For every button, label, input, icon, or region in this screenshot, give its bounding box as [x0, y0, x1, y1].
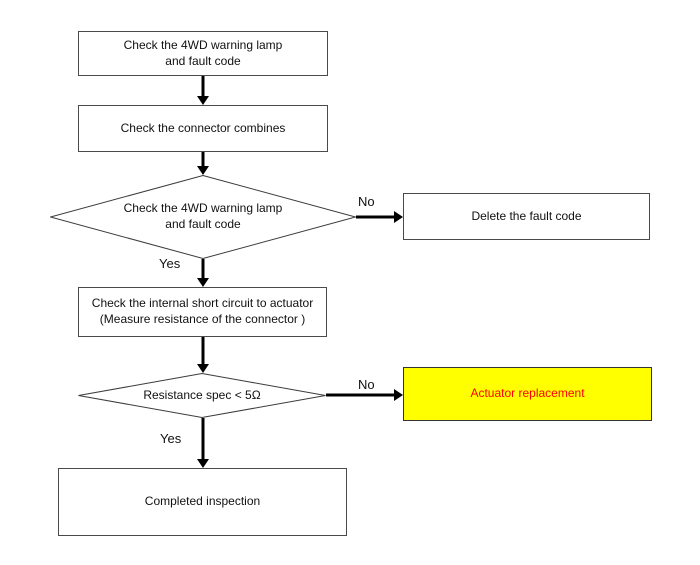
arrow-shaft [326, 393, 395, 397]
diamond-shape [50, 175, 356, 259]
flow-box-delete-fault-code-label: Delete the fault code [471, 208, 582, 223]
arrow-resistance-decision-yes [197, 418, 209, 468]
flow-decision-lamp: Check the 4WD warning lamp and fault cod… [50, 175, 356, 259]
arrow-lamp-decision-yes [197, 259, 209, 287]
actuator-replacement-box-label: Actuator replacement [470, 386, 585, 401]
arrow-shaft [201, 76, 205, 97]
branch-label-yes-resistance: Yes [160, 431, 182, 446]
diamond-shape [78, 373, 326, 418]
flow-box-check-lamp-start-label: Check the 4WD warning lamp and fault cod… [123, 37, 283, 68]
flow-box-completed-inspection-label: Completed inspection [144, 494, 261, 509]
arrow-head [197, 459, 209, 468]
arrow-head [197, 364, 209, 373]
flow-decision-resistance: Resistance spec < 5Ω [78, 373, 326, 418]
arrow-resistance-decision-no [326, 389, 403, 401]
arrow-shaft [201, 418, 205, 460]
arrow-connector-to-lamp-decision [197, 152, 209, 175]
branch-label-no-lamp: No [358, 194, 375, 209]
arrow-head [197, 278, 209, 287]
branch-label-no-resistance: No [358, 377, 375, 392]
arrow-shaft [201, 337, 205, 365]
arrow-lamp-decision-no [356, 211, 403, 223]
branch-label-yes-lamp: Yes [159, 256, 181, 271]
arrow-head [197, 96, 209, 105]
flow-box-short-circuit-check-label: Check the internal short circuit to actu… [91, 296, 314, 326]
flow-box-connector-combines: Check the connector combines [78, 105, 328, 152]
flow-decision-resistance-label: Resistance spec < 5Ω [143, 387, 261, 402]
arrow-start-to-connector [197, 76, 209, 105]
arrow-head [394, 211, 403, 223]
flow-box-completed-inspection: Completed inspection [58, 468, 347, 536]
arrow-shaft [201, 259, 205, 279]
arrow-short-circuit-to-resistance-decision [197, 337, 209, 373]
flow-box-check-lamp-start: Check the 4WD warning lamp and fault cod… [78, 31, 328, 76]
arrow-head [197, 166, 209, 175]
flow-box-delete-fault-code: Delete the fault code [403, 193, 650, 240]
actuator-replacement-box: Actuator replacement [403, 367, 652, 421]
arrow-head [394, 389, 403, 401]
arrow-shaft [201, 152, 205, 167]
flow-box-connector-combines-label: Check the connector combines [120, 120, 286, 135]
flow-decision-lamp-label: Check the 4WD warning lamp and fault cod… [123, 201, 283, 231]
arrow-shaft [356, 215, 395, 219]
flow-box-short-circuit-check: Check the internal short circuit to actu… [78, 287, 327, 337]
